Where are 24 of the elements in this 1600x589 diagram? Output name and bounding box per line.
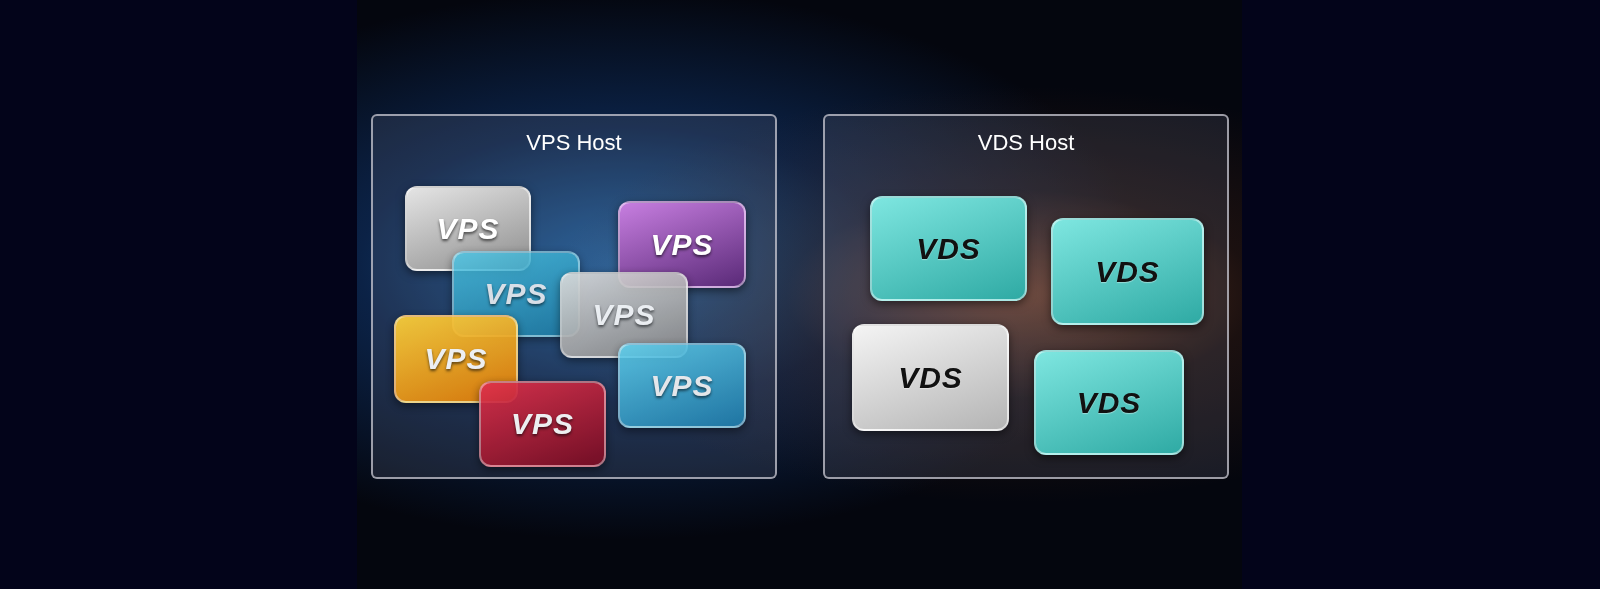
tile-label: VDS [1076, 385, 1142, 420]
tile-label: VPS [650, 368, 714, 403]
server-tile [1034, 350, 1184, 455]
tile-label: VPS [484, 277, 548, 311]
tile-label: VPS [592, 298, 656, 332]
server-tile [394, 315, 518, 403]
host-title: VPS Host [525, 130, 623, 156]
server-tile [852, 324, 1009, 431]
host-panel [371, 114, 777, 479]
server-tile [560, 272, 688, 358]
server-tile [618, 343, 746, 428]
server-tile [1051, 218, 1204, 325]
tile-label: VPS [650, 227, 714, 262]
host-title: VDS Host [976, 130, 1076, 156]
tile-label: VDS [898, 360, 963, 395]
server-tile [870, 196, 1027, 301]
tile-label: VDS [1095, 254, 1160, 289]
tile-label: VPS [511, 407, 574, 441]
server-tile [618, 201, 746, 288]
server-tile [479, 381, 606, 467]
host-panel [823, 114, 1229, 479]
tile-label: VPS [436, 211, 500, 246]
tile-label: VDS [916, 231, 981, 266]
tile-label: VPS [424, 342, 488, 376]
